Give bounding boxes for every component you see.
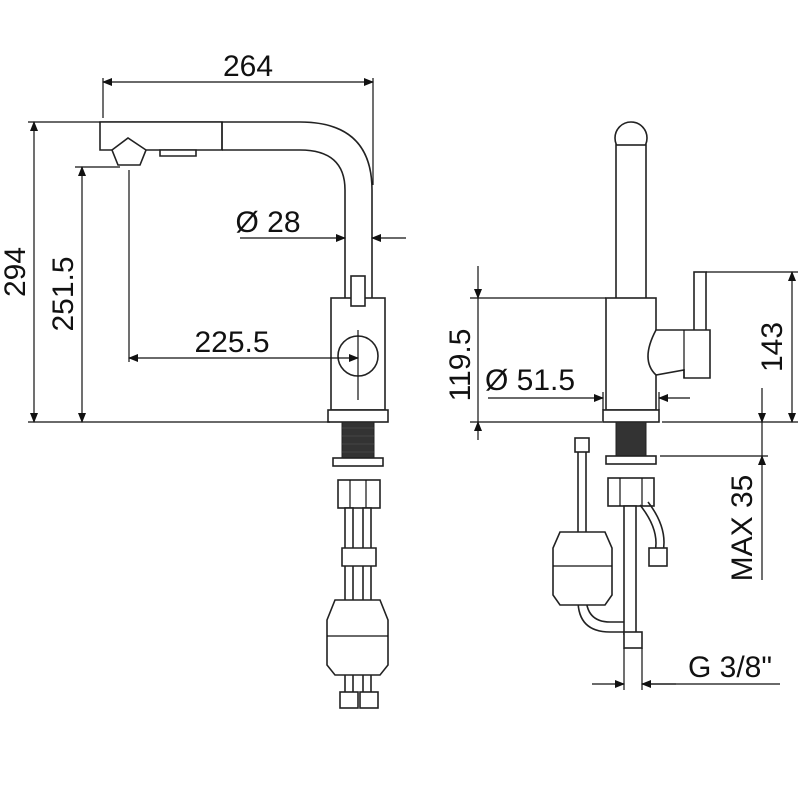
side-view <box>552 121 711 649</box>
side-bottom-fitting <box>623 631 643 649</box>
dim-handle-height: 143 <box>756 322 789 372</box>
side-base-flange <box>602 409 660 423</box>
dim-base-diameter: Ø 51.5 <box>485 364 575 397</box>
mounting-nut <box>337 479 381 509</box>
side-washer <box>605 455 657 465</box>
side-handle <box>647 329 711 379</box>
side-handle-rod <box>693 271 707 335</box>
side-nut <box>607 477 655 507</box>
side-hose-main <box>623 505 637 635</box>
dim-connection-thread: G 3/8" <box>688 651 772 684</box>
side-dimensions: 119.5 Ø 51.5 143 MAX 35 G 3/8" <box>444 266 798 690</box>
dim-spout-diameter: Ø 28 <box>235 206 300 239</box>
front-dimensions: 264 294 251.5 225.5 Ø 28 <box>0 50 406 423</box>
hose-clamp <box>341 547 377 567</box>
side-spout-column <box>615 144 647 301</box>
dim-body-height: 119.5 <box>444 329 477 402</box>
shank-threads <box>342 427 374 453</box>
side-hose-tip <box>574 437 590 453</box>
side-threaded-shank <box>615 421 647 457</box>
side-pullout-hose <box>639 501 665 553</box>
hose-weight <box>326 599 389 676</box>
base-flange <box>327 409 389 423</box>
fitting-left <box>339 691 359 709</box>
mounting-washer <box>332 457 384 467</box>
spray-button <box>159 149 197 157</box>
side-hose-fitting <box>648 547 668 567</box>
dim-spout-reach: 225.5 <box>194 326 269 359</box>
dim-width-total: 264 <box>223 50 273 83</box>
threaded-shank <box>341 421 375 459</box>
side-weight <box>552 531 613 606</box>
spray-nozzle <box>111 137 147 166</box>
dim-max-thickness: MAX 35 <box>726 475 759 582</box>
dim-height-total: 294 <box>0 247 32 297</box>
handle-lever <box>350 275 366 307</box>
spout <box>100 121 373 300</box>
dim-spout-height: 251.5 <box>47 256 80 331</box>
fitting-right <box>359 691 379 709</box>
